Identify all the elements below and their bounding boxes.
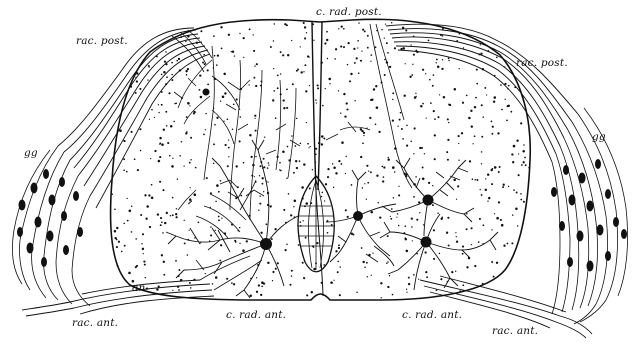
label-gg-left: gg <box>24 147 38 159</box>
right-dorsal-neuron-body <box>423 195 434 206</box>
left-ganglion-fibers <box>12 146 90 306</box>
label-rac-ant-right: rac. ant. <box>492 325 538 337</box>
left-gray-fibers <box>178 180 256 270</box>
central-commissure <box>297 176 335 272</box>
left-dorsal-horn-arborization <box>174 46 300 220</box>
label-gg-right: gg <box>592 131 606 143</box>
central-cell-body <box>353 211 363 221</box>
posterior-septum <box>312 22 322 190</box>
label-c-rad-ant-right: c. rad. ant. <box>402 309 462 321</box>
label-c-rad-ant-left: c. rad. ant. <box>226 309 286 321</box>
right-motor-neuron <box>366 214 498 290</box>
label-c-rad-post: c. rad. post. <box>316 6 382 18</box>
right-motor-neuron-body <box>421 237 432 248</box>
right-dorsal-root-fibers <box>386 24 578 162</box>
label-rac-post-left: rac. post. <box>76 35 128 47</box>
right-ganglion-fibers <box>552 108 628 324</box>
left-motor-neuron <box>166 140 298 298</box>
left-ventral-root-fibers <box>22 280 214 316</box>
label-an: an <box>132 282 145 294</box>
left-dorsal-small-cell <box>203 89 210 96</box>
label-rac-post-right: rac. post. <box>516 57 568 69</box>
left-motor-neuron-body <box>260 238 272 250</box>
label-rac-ant-left: rac. ant. <box>72 317 118 329</box>
